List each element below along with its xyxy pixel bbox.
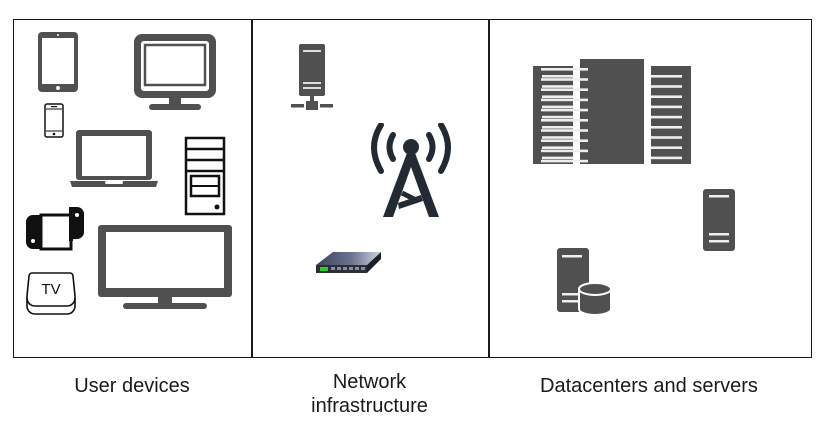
rack-slot-line (541, 159, 588, 163)
handheld-game-console-icon (26, 207, 84, 251)
desktop-monitor-icon (134, 34, 216, 110)
server-icon (703, 189, 735, 251)
server-racks-icon (533, 59, 691, 164)
label-user-devices: User devices (74, 375, 190, 397)
panel-divider (251, 19, 253, 358)
label-network-infrastructure: Network infrastructure (251, 370, 488, 418)
tv-box-text: TV (41, 281, 60, 298)
label-datacenters: Datacenters and servers (540, 375, 758, 397)
rack-slot-line (542, 85, 573, 88)
database-server-icon (557, 248, 612, 315)
label-network-line2: infrastructure (311, 395, 428, 417)
rack-slot-line (541, 78, 588, 81)
network-server-icon (291, 44, 333, 110)
rack-slot-line (541, 68, 588, 71)
radio-tower-icon (371, 123, 451, 217)
tablet-icon (38, 32, 78, 92)
rack-slot-line (651, 136, 682, 139)
rack-slot-line (542, 105, 573, 109)
panel-divider (488, 19, 490, 358)
rack-slot-line (541, 139, 588, 142)
rack-slot-line (542, 75, 573, 78)
rack-slot-line (542, 136, 573, 139)
rack-slot-line (541, 108, 588, 112)
rack-slot-line (541, 88, 588, 91)
rack-slot-line (651, 115, 682, 119)
rack-slot-line (651, 156, 682, 160)
television-icon (98, 225, 232, 309)
rack-slot-line (542, 156, 573, 160)
rack-slot-line (651, 85, 682, 88)
rack-slot-line (542, 146, 573, 149)
tower-pc-icon (184, 136, 226, 216)
rack-slot-line (651, 146, 682, 149)
rack-slot-line (542, 95, 573, 98)
rack-slot-line (541, 129, 588, 132)
tv-box-icon: TV (26, 272, 76, 315)
rack-slot-line (651, 75, 682, 78)
laptop-icon (70, 130, 158, 187)
rack-slot-line (541, 149, 588, 153)
rack-slot-line (651, 126, 682, 129)
diagram-frame (13, 19, 812, 358)
network-switch-icon (316, 252, 381, 273)
rack-slot-line (651, 105, 682, 109)
rack-slot-line (542, 126, 573, 129)
rack-slot-line (542, 115, 573, 119)
rack-slot-line (651, 95, 682, 98)
smartphone-icon (44, 103, 64, 138)
rack-slot-line (541, 119, 588, 122)
rack-slot-line (541, 98, 588, 102)
label-network-line1: Network (332, 371, 407, 393)
